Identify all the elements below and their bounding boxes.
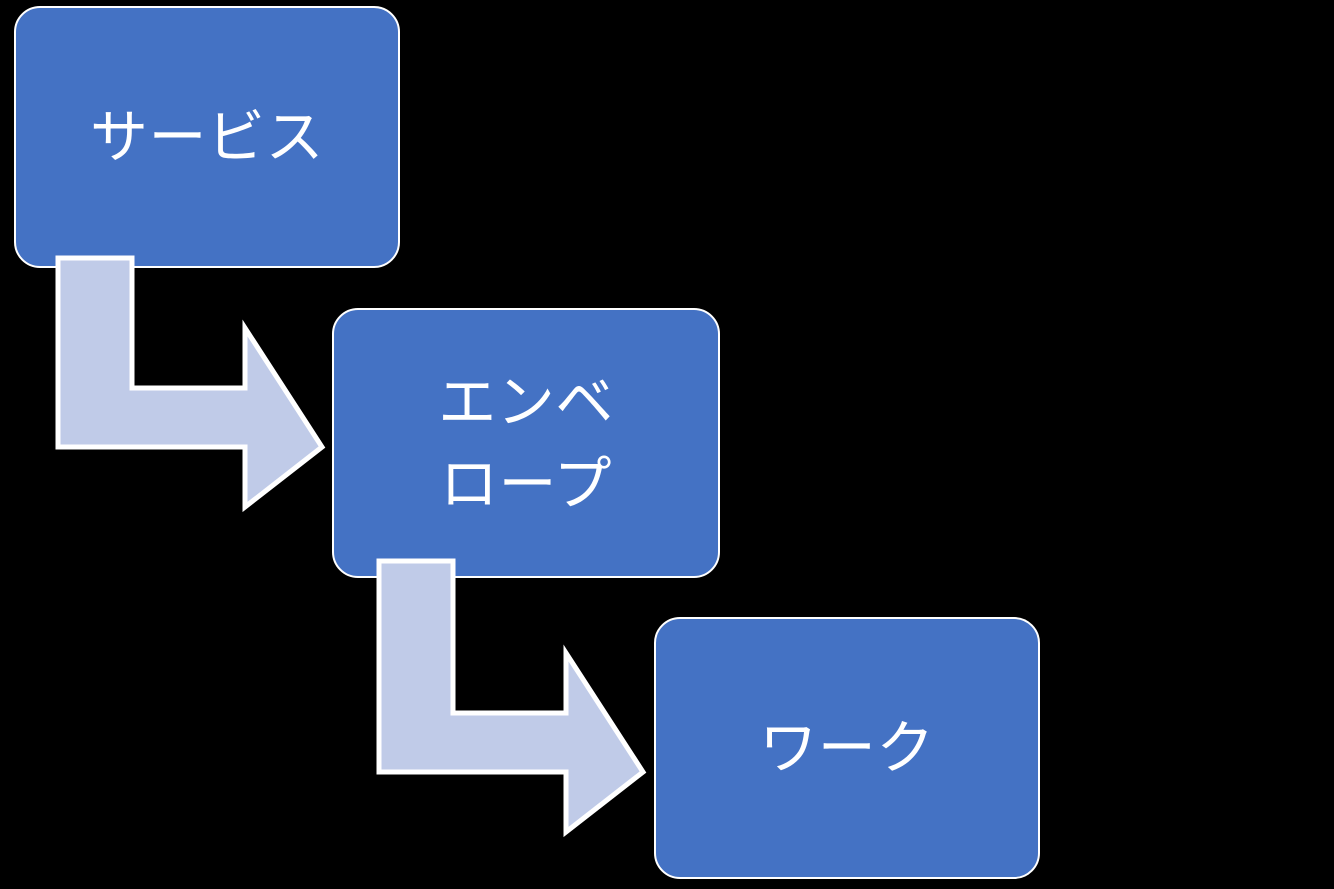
node-envelope-label: エンベロープ (438, 367, 614, 518)
bent-arrow-shape (55, 255, 326, 513)
connector-service-to-envelope[interactable] (50, 255, 330, 518)
node-work-label: ワーク (759, 713, 935, 782)
node-work[interactable]: ワーク (654, 617, 1040, 879)
connector-envelope-to-work[interactable] (371, 558, 651, 838)
node-envelope[interactable]: エンベロープ (332, 308, 720, 578)
node-service-label: サービス (89, 102, 324, 171)
node-service[interactable]: サービス (14, 6, 400, 268)
bent-arrow-shape (376, 558, 647, 838)
